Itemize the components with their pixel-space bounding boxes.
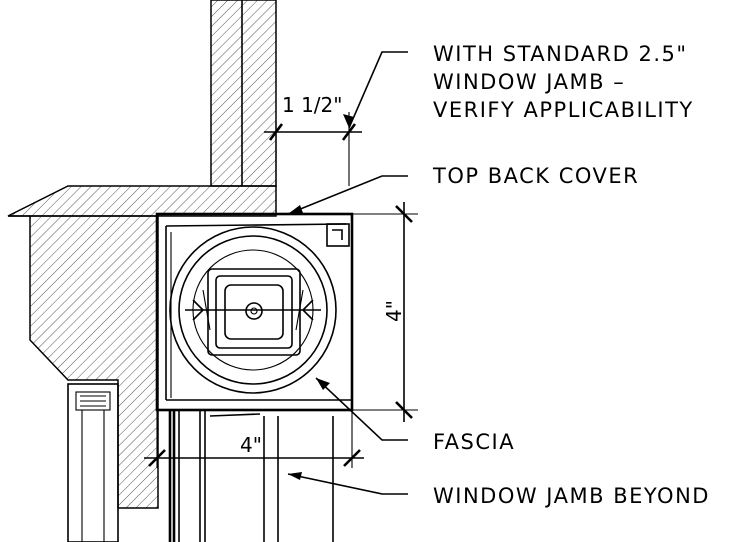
window-frame-section (67, 383, 119, 542)
jamb-note-line3: VERIFY APPLICABILITY (433, 98, 694, 122)
shutter-housing (155, 212, 354, 412)
window-jamb-beyond-label: WINDOW JAMB BEYOND (433, 484, 710, 508)
upper-wall (210, 0, 277, 187)
top-back-cover-label: TOP BACK COVER (432, 164, 639, 188)
dimension-jamb-offset: 1 1/2" (264, 93, 362, 186)
axle-assembly (185, 268, 321, 356)
dimension-width-label: 4" (240, 433, 262, 457)
leader-lines (287, 51, 408, 495)
jamb-note-line2: WINDOW JAMB – (433, 70, 625, 94)
dimension-width: 4" (144, 410, 364, 468)
header-lintel (7, 185, 277, 509)
dimension-jamb-offset-label: 1 1/2" (282, 93, 342, 117)
fascia-label: FASCIA (433, 430, 515, 454)
dimension-height: 4" (352, 202, 418, 422)
guide-rails (168, 410, 334, 542)
dimension-height-label: 4" (382, 300, 406, 322)
jamb-note-line1: WITH STANDARD 2.5" (433, 42, 688, 66)
